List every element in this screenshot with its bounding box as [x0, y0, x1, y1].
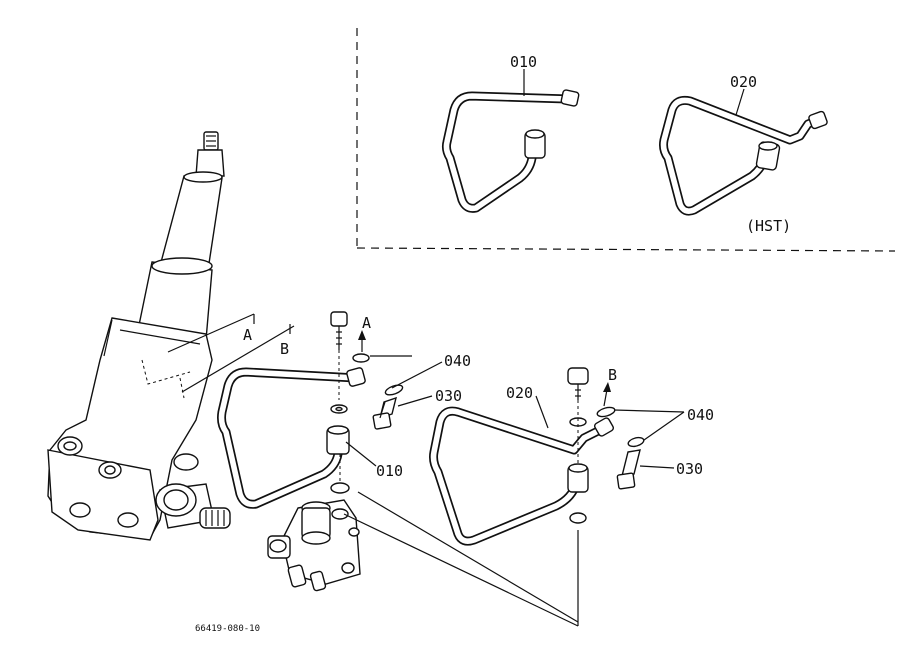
section-arrow-a: [358, 330, 366, 352]
pipe-010: [217, 367, 366, 509]
bolt-030-left: [372, 384, 404, 430]
bolt-030-right: [596, 406, 645, 490]
leader-010: [345, 441, 377, 467]
leader-inset-020: [735, 88, 745, 116]
callout-view-b-top: B: [608, 366, 617, 384]
leader-040-left: [391, 361, 443, 389]
leader-030-left: [397, 395, 433, 407]
callout-inset-note: (HST): [746, 217, 791, 235]
leader-030-right: [639, 465, 675, 469]
valve-block: [267, 454, 361, 592]
callout-030-left: 030: [435, 387, 462, 405]
callout-040-left: 040: [444, 352, 471, 370]
inset-pipe-020: [659, 95, 828, 216]
callout-inset-010: 010: [510, 53, 537, 71]
section-arrow-b: [603, 382, 611, 407]
drawing-number: 66419-080-10: [195, 624, 260, 634]
callout-view-a-gear: A: [243, 326, 252, 344]
leader-040-right-b: [643, 411, 685, 441]
callout-inset-020: 020: [730, 73, 757, 91]
pipe-020: [429, 406, 615, 546]
callout-030-right: 030: [676, 460, 703, 478]
leader-040-right-a: [613, 409, 685, 413]
callout-view-a-top: A: [362, 314, 371, 332]
callout-020: 020: [506, 384, 533, 402]
inset-frame: [356, 28, 896, 252]
callout-040-right: 040: [687, 406, 714, 424]
inset-pipe-010: [441, 89, 580, 213]
connection-leaders: [343, 491, 579, 627]
banjo-bolt-top-left: [330, 311, 412, 414]
leader-020: [535, 395, 549, 429]
callout-010: 010: [376, 462, 403, 480]
callout-view-b-gear: B: [280, 340, 289, 358]
steering-gearbox: [47, 131, 231, 541]
banjo-bolt-top-right: [567, 367, 589, 626]
section-lines-gear: [167, 313, 295, 393]
